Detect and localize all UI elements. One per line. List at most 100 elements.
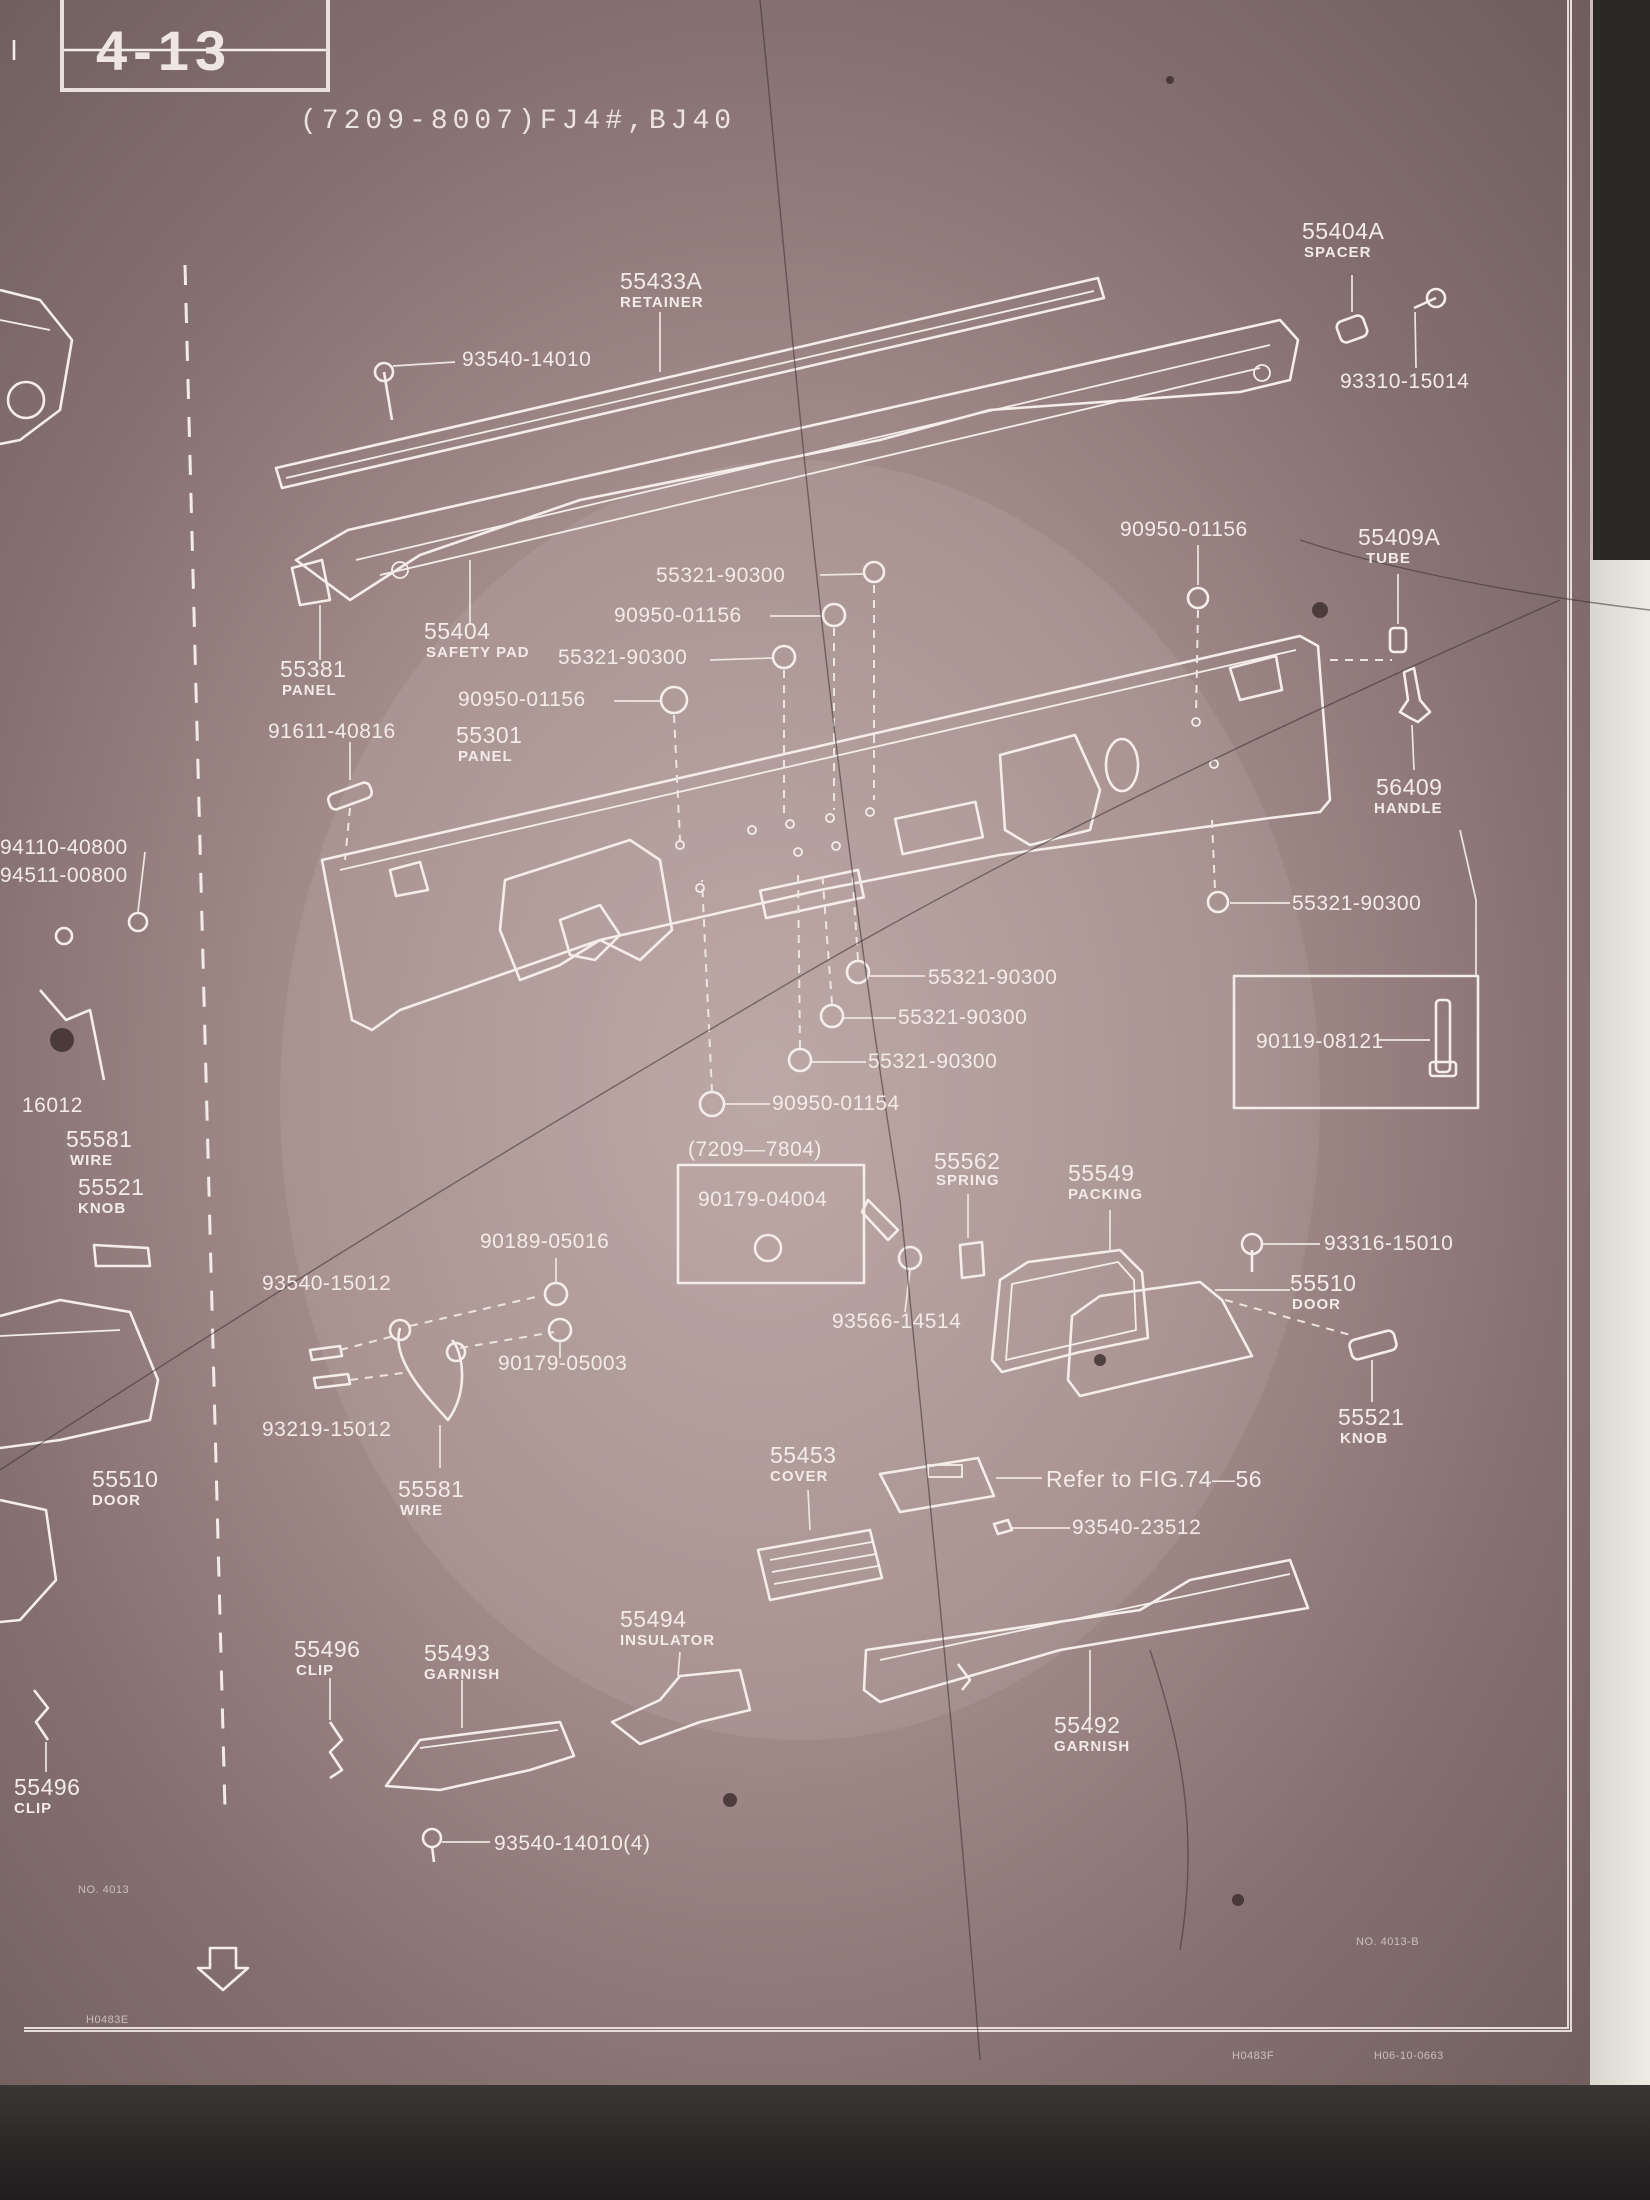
fragment-number-94110-40800: 94110-40800 [0,836,128,859]
fragment-number-55510: 55510 [92,1466,159,1492]
spring-and-bolts-center [860,1194,986,1313]
part-number-90119-08121: 90119-08121 [1256,1030,1384,1053]
footer-code-right: NO. 4013-B [1356,1936,1420,1948]
screw-93540-14010 [373,361,456,421]
part-name-knob: KNOB [1340,1430,1389,1447]
part-number-90179-04004: 90179-04004 [698,1188,828,1211]
part-name-handle: HANDLE [1374,800,1443,817]
tube-and-handle [1330,574,1477,975]
sheet-border-frame [24,0,1572,2032]
part-number-55321-90300-c: 55321-90300 [1292,892,1422,915]
part-name-insulator: INSULATOR [620,1632,716,1649]
fragment-number-55496: 55496 [14,1774,81,1800]
part-number-93219-15012: 93219-15012 [262,1418,392,1441]
inset-box-90179 [676,1163,866,1285]
part-number-90950-01154: 90950-01154 [772,1092,900,1115]
part-number-93540-15012: 93540-15012 [262,1272,392,1295]
part-number-56409: 56409 [1376,774,1443,800]
part-number-93540-14010-qty4: 93540-14010(4) [494,1832,651,1855]
footer-code-bottom-left: H0483E [86,2014,129,2026]
fragment-name-wire: WIRE [70,1152,114,1169]
part-number-55453: 55453 [770,1442,837,1468]
fragment-number-55521: 55521 [78,1174,145,1200]
part-number-93540-23512: 93540-23512 [1072,1516,1202,1539]
part-number-93316-15010: 93316-15010 [1324,1232,1454,1255]
part-number-55404: 55404 [424,618,491,644]
part-name-wire: WIRE [400,1502,444,1519]
part-number-55321-90300-a: 55321-90300 [656,564,786,587]
garnish-55492 [862,1558,1310,1720]
part-number-93540-14010: 93540-14010 [462,348,592,371]
part-number-55549: 55549 [1068,1160,1135,1186]
part-name-garnish-55493: GARNISH [424,1666,501,1683]
wire-assembly [308,1258,573,1468]
part-number-90189-05016: 90189-05016 [480,1230,610,1253]
part-name-safety-pad: SAFETY PAD [426,644,530,661]
part-name-panel-55301: PANEL [458,748,513,765]
part-name-cover: COVER [770,1468,829,1485]
part-number-55321-90300-e: 55321-90300 [898,1006,1028,1029]
serial-range-7209-7804: (7209—7804) [688,1138,822,1161]
down-arrow-icon [196,1946,250,1992]
part-name-retainer: RETAINER [620,294,704,311]
serial-range-label: (7209-8007)FJ4#,BJ40 [300,106,737,137]
inset-box-90119 [1232,974,1480,1110]
part-name-panel-55381: PANEL [282,682,337,699]
part-name-clip: CLIP [296,1662,335,1679]
retainer-strip-drawing [274,276,1106,490]
spacer-and-bolt-top-right [1335,275,1447,369]
figure-index-box [60,0,330,92]
part-number-55493: 55493 [424,1640,491,1666]
refer-to-fig-74-56: Refer to FIG.74—56 [1046,1466,1263,1492]
part-name-tube: TUBE [1366,550,1411,567]
part-name-packing: PACKING [1068,1186,1144,1203]
garnish-55493 [384,1680,576,1792]
insulator-55494 [610,1651,752,1746]
bolt-91611-40816 [326,742,374,861]
part-number-90179-05003: 90179-05003 [498,1352,628,1375]
screw-93540-14010-4 [421,1827,490,1863]
fragment-name-knob: KNOB [78,1200,127,1217]
clip-55496 [328,1678,344,1780]
part-number-93566-14514: 93566-14514 [832,1310,962,1333]
part-number-55404a: 55404A [1302,218,1385,244]
part-number-55321-90300-b: 55321-90300 [558,646,688,669]
part-number-55321-90300-d: 55321-90300 [928,966,1058,989]
main-panel-55301-drawing [320,634,1332,1032]
part-number-55381: 55381 [280,656,347,682]
part-number-55409a: 55409A [1358,524,1441,550]
adjacent-figure-fragment [0,288,160,1772]
safety-pad-drawing [290,318,1300,660]
part-number-55321-90300-f: 55321-90300 [868,1050,998,1073]
part-number-55581: 55581 [398,1476,465,1502]
part-number-55494: 55494 [620,1606,687,1632]
fragment-name-clip: CLIP [14,1800,53,1817]
part-number-90950-01156-a: 90950-01156 [614,604,742,627]
fragment-number-94511-00800: 94511-00800 [0,864,128,887]
fragment-name-door: DOOR [92,1492,141,1509]
part-number-55301: 55301 [456,722,523,748]
part-number-90950-01156-c: 90950-01156 [1120,518,1248,541]
fragment-number-16012: 16012 [22,1094,83,1117]
part-number-55492: 55492 [1054,1712,1121,1738]
fragment-number-55581: 55581 [66,1126,133,1152]
part-name-garnish-55492: GARNISH [1054,1738,1131,1755]
part-number-55496: 55496 [294,1636,361,1662]
part-number-93310-15014: 93310-15014 [1340,370,1470,393]
section-divider-dashed-line [183,264,227,1811]
clip-stack-leaders [614,545,1210,841]
footer-code-bottom-right: H06-10-0663 [1374,2050,1444,2062]
footer-code-bottom-mid: H0483F [1232,2050,1275,2062]
part-number-55510: 55510 [1290,1270,1357,1296]
part-number-55521: 55521 [1338,1404,1405,1430]
part-number-55433a: 55433A [620,268,703,294]
cover-and-lid [756,1456,1070,1602]
part-name-spring: SPRING [936,1172,1000,1189]
background-wall [1590,560,1650,2100]
figure-index-number: 4-13 [96,19,233,82]
part-number-91611-40816: 91611-40816 [268,720,396,743]
part-number-55562: 55562 [934,1148,1001,1174]
footer-code-left: NO. 4013 [78,1884,130,1896]
part-number-90950-01156-b: 90950-01156 [458,688,586,711]
